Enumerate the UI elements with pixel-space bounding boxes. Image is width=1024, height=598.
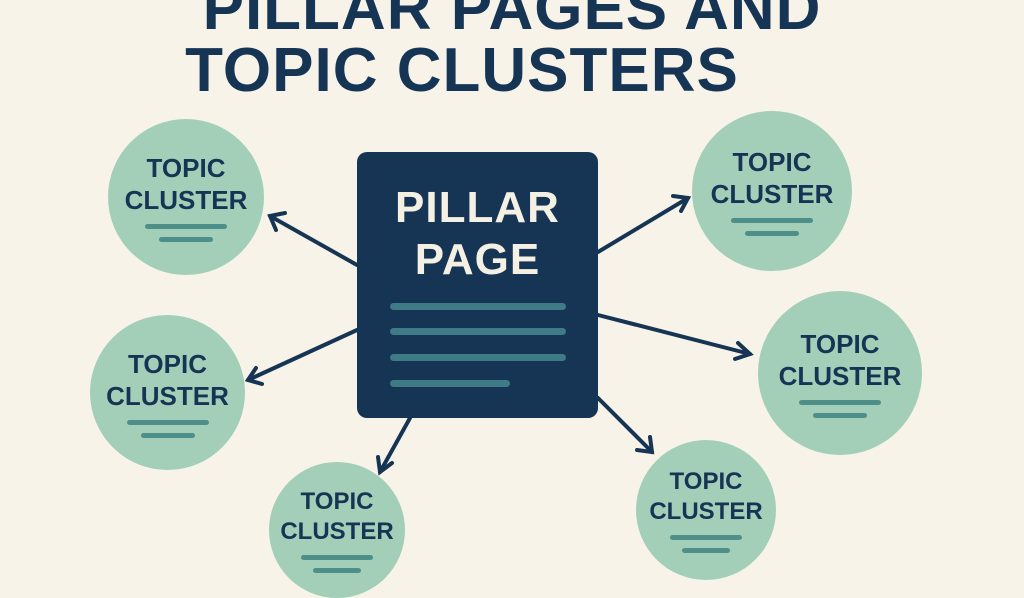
cluster-bar (313, 568, 361, 573)
pillar-page-card: PILLAR PAGE (357, 152, 598, 418)
arrow-to-cluster-1 (268, 214, 359, 267)
text-line (390, 354, 566, 361)
arrowhead-2 (244, 366, 264, 386)
cluster-bar (745, 231, 799, 236)
arrow-to-cluster-3 (378, 416, 412, 474)
arrow-to-cluster-4 (596, 196, 690, 254)
cluster-bar (813, 413, 867, 418)
title-line-2: TOPIC CLUSTERS (185, 36, 739, 105)
cluster-bar (159, 237, 213, 242)
arrowhead-3 (376, 455, 394, 476)
cluster-bar (731, 218, 813, 223)
cluster-bar (682, 548, 730, 553)
text-line (390, 328, 566, 335)
title-line-1: PILLAR PAGES AND (202, 0, 822, 43)
arrow-to-cluster-5 (596, 313, 752, 356)
arrows (244, 194, 754, 476)
cluster-bar (670, 535, 742, 540)
arrowhead-5 (733, 341, 754, 361)
cluster-bar (140, 432, 195, 438)
cluster-bar (301, 555, 373, 560)
cluster-bar (145, 224, 227, 229)
text-line (390, 303, 566, 310)
arrowhead-4 (671, 194, 692, 213)
arrowhead-6 (635, 435, 655, 455)
text-line (390, 380, 510, 387)
pillar-page-title: PILLAR PAGE (357, 182, 598, 286)
cluster-bar (126, 419, 209, 425)
arrowhead-1 (267, 211, 287, 232)
pillar-title-line-1: PILLAR (395, 183, 560, 232)
pillar-title-line-2: PAGE (414, 235, 541, 284)
arrow-to-cluster-2 (246, 328, 359, 382)
cluster-bar (799, 400, 881, 405)
arrow-to-cluster-6 (596, 396, 654, 454)
